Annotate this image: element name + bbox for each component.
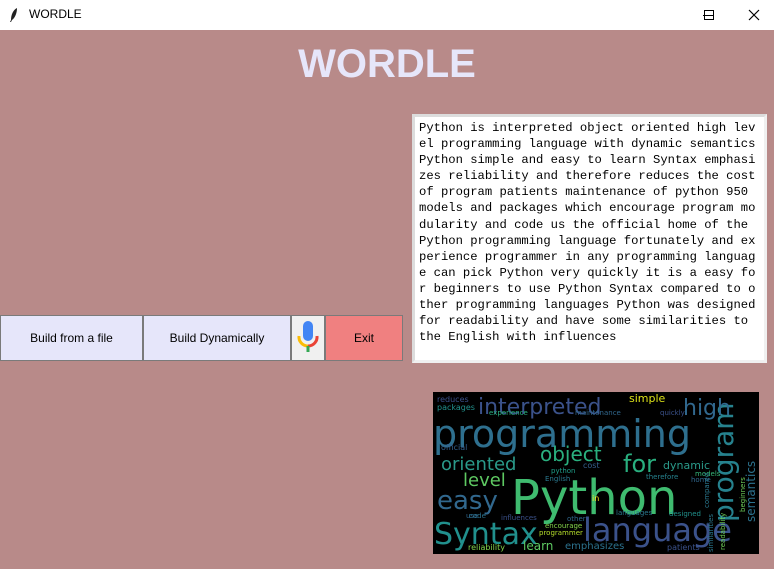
wordcloud-word: Python xyxy=(511,470,677,526)
wordcloud-word: Syntax xyxy=(434,517,538,552)
title-bar: WORDLE xyxy=(0,0,774,30)
wordcloud-word: programming xyxy=(433,412,691,456)
wordcloud-word: semantics xyxy=(744,461,758,522)
wordcloud-word: easy xyxy=(437,486,498,516)
wordcloud-word: use xyxy=(466,512,478,520)
page-heading: WORDLE xyxy=(298,42,476,86)
wordcloud-word: dynamic xyxy=(663,459,710,472)
wordcloud-word: beginners xyxy=(739,477,747,512)
microphone-button[interactable] xyxy=(291,315,325,361)
wordcloud-word: high xyxy=(683,396,731,421)
wordcloud-word: readability xyxy=(719,513,727,550)
wordcloud-word: quickly xyxy=(660,409,685,417)
wordcloud-word: object xyxy=(540,442,602,466)
wordcloud-word: emphasizes xyxy=(565,541,624,552)
wordcloud-word: encourage xyxy=(545,522,582,530)
wordcloud-word: language xyxy=(583,511,732,549)
wordcloud-word: models xyxy=(695,470,721,478)
wordcloud-word: program xyxy=(707,402,740,522)
wordcloud-word: official xyxy=(441,443,467,452)
wordcloud-word: packages xyxy=(437,403,475,412)
maximize-button[interactable] xyxy=(686,0,732,30)
window-title: WORDLE xyxy=(29,7,82,21)
wordcloud-word: reduces xyxy=(437,395,469,404)
wordcloud-word: home xyxy=(691,476,711,484)
build-from-file-button[interactable]: Build from a file xyxy=(0,315,143,361)
wordcloud-word: for xyxy=(623,450,656,478)
wordcloud-word: code xyxy=(469,512,486,520)
wordcloud-word: maintenance xyxy=(575,409,621,417)
wordcloud-word: languages xyxy=(616,509,653,517)
wordcloud-word: patients xyxy=(667,543,700,552)
wordcloud-word: similarities xyxy=(707,514,715,552)
text-input-area[interactable]: Python is interpreted object oriented hi… xyxy=(412,114,767,363)
wordcloud-word: compared xyxy=(703,473,711,508)
wordcloud-word: therefore xyxy=(646,473,678,481)
wordcloud-word: English xyxy=(545,475,570,483)
wordcloud-word: python xyxy=(551,467,576,475)
microphone-icon xyxy=(297,321,319,352)
wordcloud-word: influences xyxy=(501,514,537,522)
maximize-icon xyxy=(704,10,714,20)
wordcloud-word: cost xyxy=(583,461,600,470)
feather-icon xyxy=(10,8,17,22)
wordcloud-word: designed xyxy=(669,510,701,518)
wordcloud-word: other xyxy=(567,515,586,523)
word-cloud-image: Python programming language Syntax program in… xyxy=(433,392,759,554)
wordcloud-word: simple xyxy=(629,392,666,405)
wordcloud-word: programmer xyxy=(539,529,583,537)
build-dynamically-button[interactable]: Build Dynamically xyxy=(143,315,291,361)
exit-button[interactable]: Exit xyxy=(325,315,403,361)
wordcloud-word: interpreted xyxy=(478,395,601,420)
close-button[interactable] xyxy=(731,0,774,30)
close-icon xyxy=(748,9,760,21)
wordcloud-word: experience xyxy=(489,409,528,417)
wordcloud-word: reliability xyxy=(468,543,505,552)
wordcloud-word: oriented xyxy=(441,454,516,475)
wordcloud-word: learn xyxy=(523,539,553,553)
wordcloud-word: in xyxy=(592,494,599,503)
wordcloud-word: level xyxy=(463,470,506,491)
minimize-area xyxy=(632,0,678,30)
